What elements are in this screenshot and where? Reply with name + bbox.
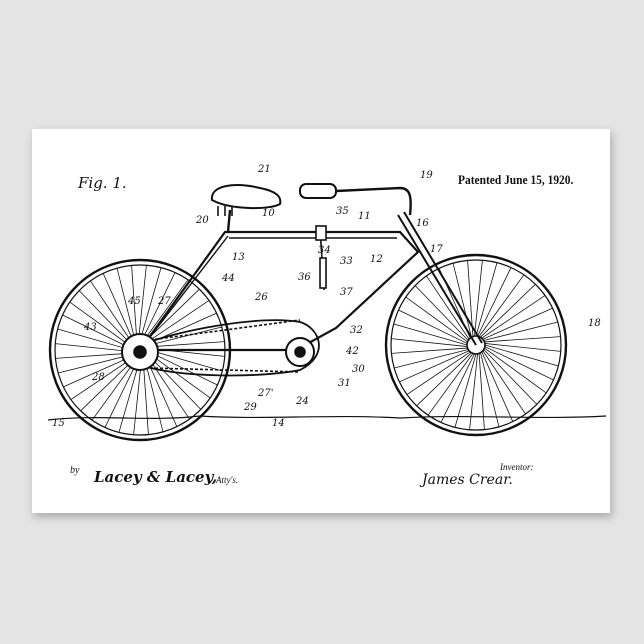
reference-numeral: 10 xyxy=(262,208,275,219)
spoke xyxy=(407,352,470,395)
reference-numeral: 27 xyxy=(157,296,171,307)
spoke xyxy=(474,260,482,336)
spoke xyxy=(478,268,511,337)
reference-numeral: 27' xyxy=(257,388,273,399)
spoke xyxy=(149,350,222,371)
reference-numeral: 30 xyxy=(352,364,365,375)
reference-numeral: 32 xyxy=(350,325,363,336)
reference-numeral: 20 xyxy=(195,215,209,226)
spoke xyxy=(470,354,478,430)
reference-numeral: 45 xyxy=(127,296,141,307)
reference-numeral: 35 xyxy=(336,206,349,217)
spoke xyxy=(103,273,134,343)
spoke xyxy=(394,324,467,345)
spoke xyxy=(485,343,561,351)
reference-numeral: 13 xyxy=(232,252,245,263)
inventor-label: Inventor: xyxy=(500,462,534,472)
reference-numeral: 28 xyxy=(91,372,105,383)
spoke xyxy=(55,344,131,352)
reference-numeral: 33 xyxy=(340,256,353,267)
spoke xyxy=(483,308,553,339)
spoke xyxy=(399,351,469,382)
reference-numeral: 15 xyxy=(52,418,65,429)
reference-numeral: 37 xyxy=(340,287,353,298)
reference-numeral: 26 xyxy=(254,292,268,303)
reference-numeral: 18 xyxy=(588,318,601,329)
spoke xyxy=(476,263,497,336)
spoke xyxy=(149,352,218,385)
spoke xyxy=(479,275,524,337)
chain-guard xyxy=(122,320,319,375)
spoke xyxy=(482,352,513,422)
reference-numeral: 17 xyxy=(430,244,443,255)
attorney-suffix: Atty's. xyxy=(216,475,238,485)
reference-numeral: 36 xyxy=(298,272,311,283)
spoke xyxy=(485,345,558,366)
reference-numeral: 24 xyxy=(295,396,309,407)
reference-numeral: 42 xyxy=(345,346,359,357)
inventor-name: James Crear. xyxy=(422,472,513,488)
reference-numeral: 31 xyxy=(338,378,351,389)
reference-numeral: 14 xyxy=(272,418,285,429)
spoke xyxy=(63,315,132,348)
spoke xyxy=(70,302,132,347)
spoke xyxy=(428,353,473,415)
reference-numeral: 19 xyxy=(420,170,433,181)
reference-numeral: 29 xyxy=(243,402,257,413)
reference-numeral: 12 xyxy=(370,254,383,265)
attorney-signature: Lacey & Lacey, xyxy=(94,468,217,486)
reference-numeral: 34 xyxy=(318,245,331,256)
reference-numeral: 43 xyxy=(83,322,97,333)
handlebar xyxy=(300,184,411,215)
reference-numeral: 21 xyxy=(257,164,271,175)
spoke xyxy=(90,281,133,344)
reference-numeral: 11 xyxy=(358,211,371,222)
spoke xyxy=(391,339,467,347)
spoke xyxy=(484,348,546,393)
spoke xyxy=(482,295,545,338)
spoke xyxy=(441,354,474,423)
reference-numeral: 44 xyxy=(221,273,235,284)
spoke xyxy=(483,351,526,414)
spoke xyxy=(485,347,554,380)
reference-numeral: 16 xyxy=(416,218,429,229)
attorney-prefix: by xyxy=(70,465,79,476)
